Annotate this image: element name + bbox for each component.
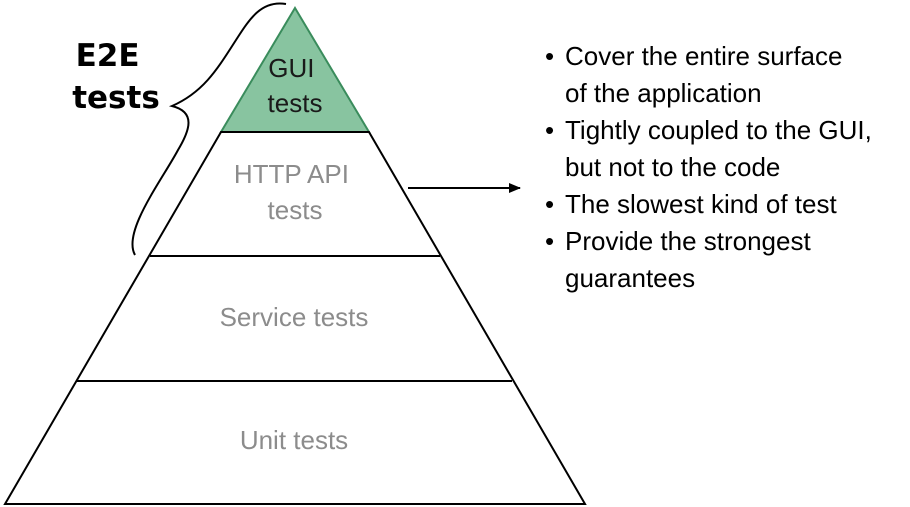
layer-label-http-api: HTTP API tests — [234, 159, 356, 225]
bullet-item: • Cover the entire surface of the applic… — [545, 38, 872, 112]
layer-label-http-api-line: HTTP API — [234, 159, 349, 189]
bullet-item: • Provide the strongest guarantees — [545, 223, 872, 297]
bullet-icon: • — [545, 189, 555, 219]
layer-label-unit: Unit tests — [240, 425, 348, 455]
bullet-item: • The slowest kind of test — [545, 186, 872, 223]
layer-label-service-line: Service tests — [220, 302, 369, 332]
bullet-item: • Tightly coupled to the GUI, but not to… — [545, 112, 872, 186]
layer-label-unit-line: Unit tests — [240, 425, 348, 455]
layer-label-service: Service tests — [220, 302, 369, 332]
bullet-line: guarantees — [565, 263, 696, 293]
bullet-line: Provide the strongest — [565, 226, 811, 256]
bullet-line: of the application — [565, 78, 762, 108]
bullet-line: Cover the entire surface — [565, 41, 843, 71]
bullet-line: but not to the code — [565, 152, 781, 182]
layer-label-http-api-line: tests — [268, 195, 323, 225]
e2e-brace — [131, 2, 287, 256]
e2e-characteristics-list: • Cover the entire surface of the applic… — [545, 38, 872, 297]
bullet-icon: • — [545, 41, 555, 71]
layer-label-gui: GUI tests — [268, 53, 323, 118]
layer-label-gui-line: GUI — [268, 53, 314, 83]
bullet-icon: • — [545, 115, 555, 145]
bullet-line: Tightly coupled to the GUI, — [565, 115, 872, 145]
layer-label-gui-line: tests — [268, 88, 323, 118]
bullet-line: The slowest kind of test — [565, 189, 837, 219]
bullet-icon: • — [545, 226, 555, 256]
e2e-label: E2E tests — [72, 38, 160, 116]
e2e-label-line: E2E — [76, 38, 140, 74]
e2e-label-line: tests — [72, 80, 160, 116]
